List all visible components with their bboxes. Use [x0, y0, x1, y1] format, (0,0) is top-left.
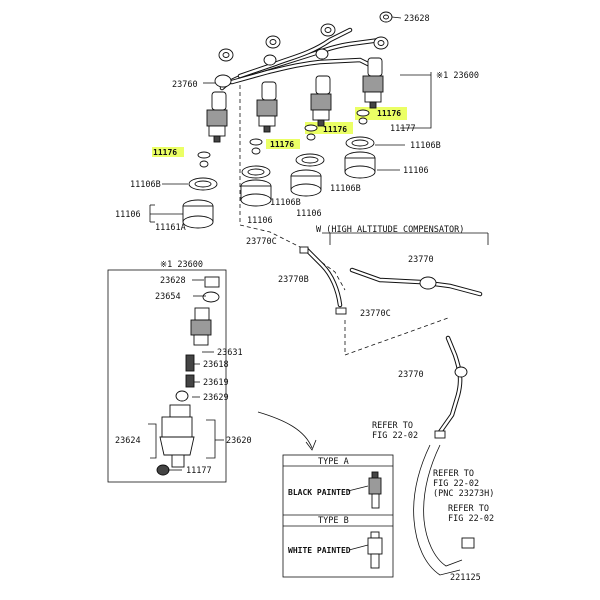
label-refer2b: FIG 22-02 — [433, 479, 479, 489]
label-11177-top: 11177 — [390, 124, 416, 134]
type-box — [282, 454, 394, 578]
highlight-11176-mid — [266, 139, 300, 149]
label-11176-c: 11176 — [270, 140, 294, 149]
pipe-nuts — [214, 11, 393, 88]
label-white-painted: WHITE PAINTED — [288, 546, 351, 555]
label-11176-a: 11176 — [377, 109, 401, 118]
label-23770c-a: 23770C — [246, 237, 277, 247]
label-23770c-b: 23770C — [360, 309, 391, 319]
injector-2 — [249, 81, 278, 155]
arrow-head — [305, 439, 317, 451]
hac-pipe — [349, 267, 483, 576]
label-refer1a: REFER TO — [372, 421, 413, 431]
highlight-11176-mid2 — [305, 122, 353, 134]
label-23628-top: 23628 — [404, 14, 430, 24]
label-23619: 23619 — [203, 378, 229, 388]
label-11176-d: 11176 — [153, 148, 177, 157]
label-refer1b: FIG 22-02 — [372, 431, 418, 441]
label-11106-left: 11106 — [115, 210, 141, 220]
leader-lines-top — [149, 16, 432, 223]
leak-hose — [299, 246, 347, 315]
label-11161a: 11161A — [155, 223, 186, 233]
label-11106-mid: 11106 — [296, 209, 322, 219]
label-23618: 23618 — [203, 360, 229, 370]
label-refer2a: REFER TO — [433, 469, 474, 479]
label-11106b-right: 11106B — [410, 141, 441, 151]
label-23600-box: ※1 23600 — [160, 260, 203, 270]
type-a-nozzle — [347, 471, 382, 509]
label-23620: 23620 — [226, 436, 252, 446]
label-11106b-mid2: 11106B — [270, 198, 301, 208]
label-refer3a: REFER TO — [448, 504, 489, 514]
dashed-leader-2 — [344, 317, 449, 356]
injector-4 — [356, 57, 384, 125]
highlight-11176-left — [152, 147, 184, 157]
label-11106-right: 11106 — [403, 166, 429, 176]
label-23600-top: ※1 23600 — [436, 71, 479, 81]
label-11176-b: 11176 — [323, 125, 347, 134]
label-23628: 23628 — [160, 276, 186, 286]
label-23624: 23624 — [115, 436, 141, 446]
assembly-box — [107, 269, 227, 483]
injection-pipes — [219, 27, 383, 91]
label-black-painted: BLACK PAINTED — [288, 488, 351, 497]
label-type-b: TYPE B — [318, 516, 349, 526]
label-23631: 23631 — [217, 348, 243, 358]
label-11106b-left: 11106B — [130, 180, 161, 190]
assembly-parts — [148, 276, 224, 476]
label-23760: 23760 — [172, 80, 198, 90]
label-refer3b: FIG 22-02 — [448, 514, 494, 524]
label-23770b: 23770B — [278, 275, 309, 285]
label-type-a: TYPE A — [318, 457, 349, 467]
label-refer2c: (PNC 23273H) — [433, 489, 494, 499]
type-b-nozzle — [348, 531, 383, 569]
label-figure-number: 221125 — [450, 573, 481, 583]
label-23654: 23654 — [155, 292, 181, 302]
nozzle-seats — [182, 136, 376, 229]
label-w-compensator: W (HIGH ALTITUDE COMPENSATOR) — [316, 225, 464, 235]
label-23770-b: 23770 — [398, 370, 424, 380]
injector-3 — [304, 75, 332, 141]
label-11106b-mid1: 11106B — [330, 184, 361, 194]
injector-1 — [197, 91, 228, 168]
label-11106-mid2: 11106 — [247, 216, 273, 226]
label-23629: 23629 — [203, 393, 229, 403]
label-23770: 23770 — [408, 255, 434, 265]
arrow-curve — [257, 411, 313, 449]
highlight-11176-right — [355, 107, 407, 120]
label-11177: 11177 — [186, 466, 212, 476]
